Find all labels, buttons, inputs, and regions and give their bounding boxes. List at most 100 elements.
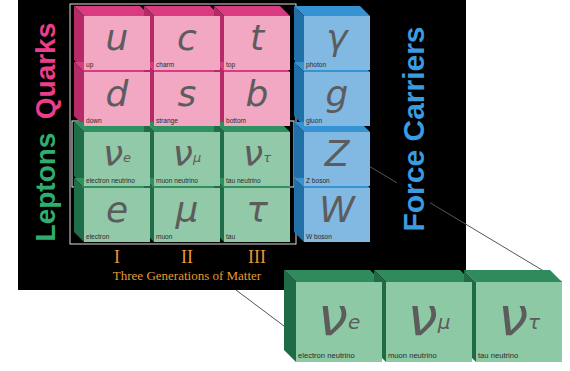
particle-name: muon neutrino <box>154 177 220 186</box>
cube-side <box>284 270 382 282</box>
particle-symbol: ν <box>103 136 123 172</box>
particle-name: Z boson <box>304 177 370 186</box>
label-holder: I <box>114 248 120 266</box>
symbol-row: νμ <box>154 132 220 177</box>
particle-name: photon <box>304 61 370 70</box>
symbol-subscript: μ <box>193 151 201 164</box>
particle-name: electron neutrino <box>84 177 150 186</box>
symbol-row: g <box>304 72 370 117</box>
zoom-leader-line <box>236 290 284 326</box>
particle-symbol: u <box>106 20 129 56</box>
cube-side <box>284 270 296 362</box>
particle-symbol: γ <box>326 20 347 56</box>
symbol-row: s <box>154 72 220 117</box>
cube-side <box>74 62 84 126</box>
particle-cube: ντtau neutrino <box>224 132 290 186</box>
symbol-row: d <box>84 72 150 117</box>
particle-symbol: ν <box>243 136 263 172</box>
symbol-row: c <box>154 16 220 61</box>
particle-name: W boson <box>304 233 370 242</box>
particle-cube: ντtau neutrino <box>476 282 562 362</box>
particle-name: electron <box>84 233 150 242</box>
symbol-row: b <box>224 72 290 117</box>
particle-cube: W W boson <box>304 188 370 242</box>
cube-side <box>294 122 304 186</box>
particle-symbol: t <box>250 20 264 56</box>
particle-cube: ggluon <box>304 72 370 126</box>
cube-side <box>74 6 84 70</box>
particle-symbol: μ <box>176 192 199 228</box>
particle-symbol: g <box>326 76 349 112</box>
group-label: Force Carriers <box>397 22 430 235</box>
cube-side <box>74 122 84 186</box>
symbol-row: t <box>224 16 290 61</box>
symbol-row: e <box>84 188 150 233</box>
symbol-row: ντ <box>476 282 562 352</box>
particle-cube: μ muon <box>154 188 220 242</box>
cube-side <box>294 62 304 126</box>
particle-name: tau neutrino <box>224 177 290 186</box>
label-holder: III <box>248 248 266 266</box>
label-holder: Quarks <box>32 23 60 120</box>
symbol-row: νμ <box>386 282 472 352</box>
particle-name: bottom <box>224 117 290 126</box>
particle-name: electron neutrino <box>296 352 382 362</box>
cube-side <box>374 270 472 282</box>
label-holder: Leptons <box>32 133 60 242</box>
particle-name: tau neutrino <box>476 352 562 362</box>
particle-symbol: b <box>246 76 269 112</box>
generation-numeral: I <box>114 247 120 267</box>
zoom-source-outline <box>72 121 294 187</box>
cube-side <box>144 6 220 16</box>
cube-side <box>294 6 370 16</box>
symbol-row: W <box>304 188 370 233</box>
particle-cube: νμmuon neutrino <box>154 132 220 186</box>
particle-symbol: ν <box>173 136 193 172</box>
cube-side <box>74 6 150 16</box>
particle-symbol: s <box>178 76 197 112</box>
cube-side <box>294 6 304 70</box>
particle-cube: νeelectron neutrino <box>296 282 382 362</box>
particle-cube: c charm <box>154 16 220 70</box>
symbol-row: ντ <box>224 132 290 177</box>
symbol-row: νe <box>84 132 150 177</box>
particle-name: up <box>84 61 150 70</box>
particle-cube: νeelectron neutrino <box>84 132 150 186</box>
label-holder: II <box>181 248 193 266</box>
particle-cube: u up <box>84 16 150 70</box>
particle-name: muon neutrino <box>386 352 472 362</box>
particle-name: top <box>224 61 290 70</box>
particle-symbol: ν <box>498 290 528 344</box>
symbol-subscript: μ <box>438 312 451 332</box>
particle-symbol: W <box>319 192 355 228</box>
label-holder: Three Generations of Matter <box>113 267 261 283</box>
particle-cube: d down <box>84 72 150 126</box>
symbol-subscript: e <box>123 151 131 164</box>
generations-caption: Three Generations of Matter <box>113 268 261 283</box>
particle-symbol: e <box>106 192 128 228</box>
particle-name: charm <box>154 61 220 70</box>
cube-side <box>214 6 290 16</box>
cube-side <box>464 270 562 282</box>
particle-name: strange <box>154 117 220 126</box>
generation-numeral: II <box>181 247 193 267</box>
group-label: Leptons <box>30 133 61 242</box>
cube-side <box>294 178 304 242</box>
generation-outline <box>70 4 296 244</box>
symbol-row: μ <box>154 188 220 233</box>
particle-name: down <box>84 117 150 126</box>
symbol-row: Z <box>304 132 370 177</box>
particle-symbol: c <box>177 20 197 56</box>
particle-cube: t top <box>224 16 290 70</box>
particle-name: muon <box>154 233 220 242</box>
particle-symbol: τ <box>246 192 268 228</box>
particle-symbol: d <box>106 76 129 112</box>
symbol-subscript: τ <box>528 312 540 332</box>
symbol-row: τ <box>224 188 290 233</box>
symbol-row: u <box>84 16 150 61</box>
group-label: Quarks <box>30 23 61 120</box>
symbol-subscript: τ <box>263 151 271 164</box>
particle-cube: e electron <box>84 188 150 242</box>
particle-cube: b bottom <box>224 72 290 126</box>
